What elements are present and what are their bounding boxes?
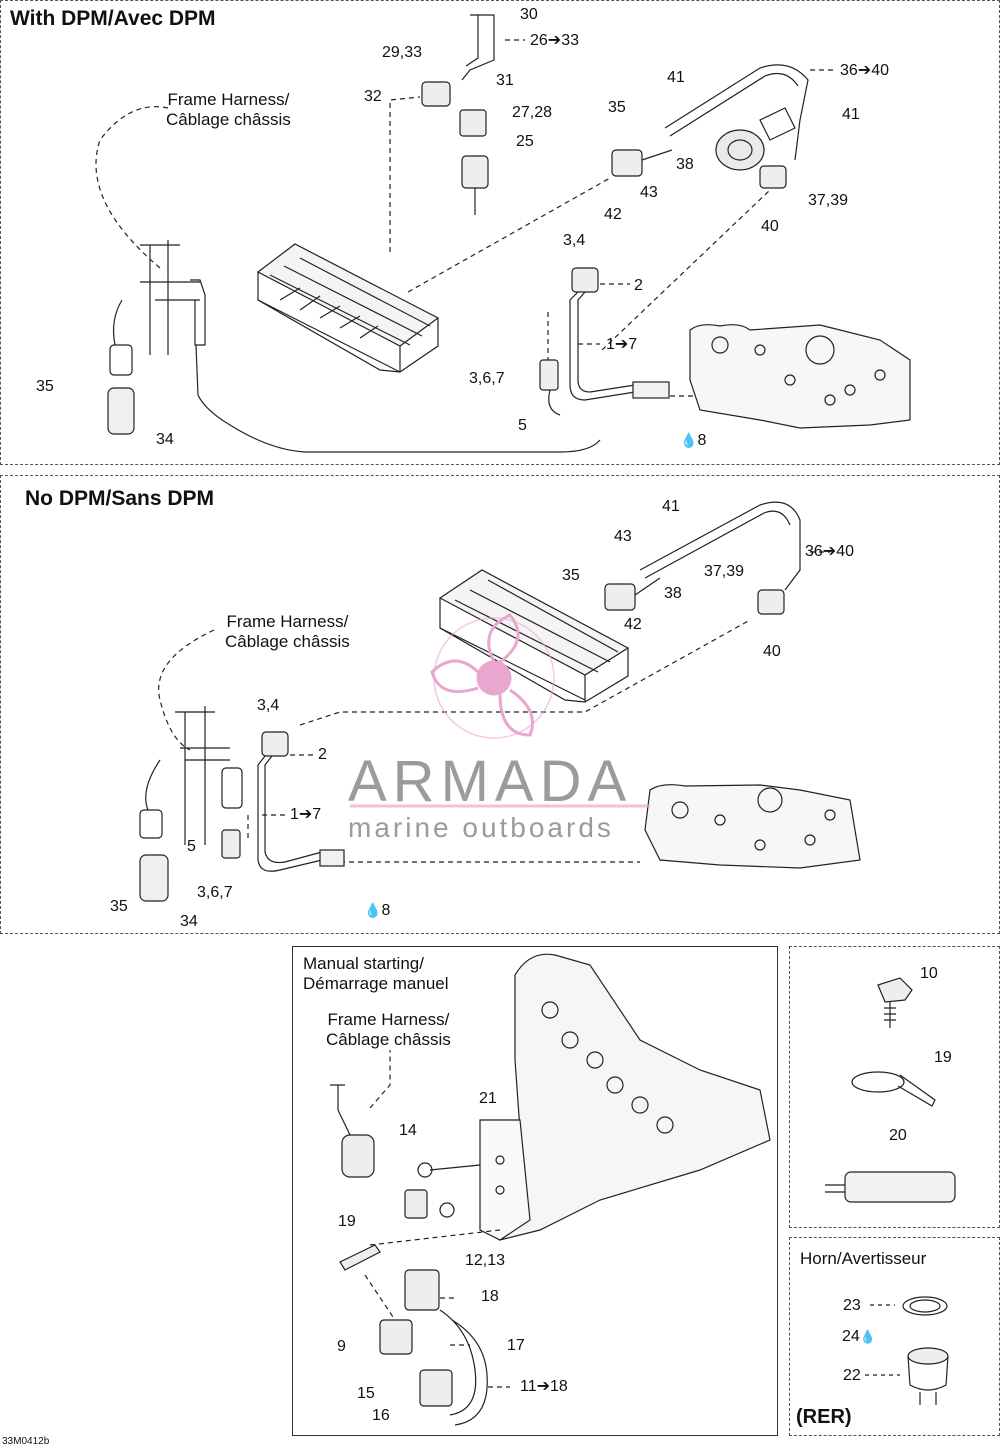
rer-tag: (RER) (796, 1406, 852, 1428)
callout-3-6-7: 3,6,7 (469, 370, 505, 387)
ecm-module-nodpm (438, 569, 630, 703)
section-title-with-dpm: With DPM/Avec DPM (10, 7, 216, 30)
section-title-horn: Horn/Avertisseur (800, 1249, 927, 1268)
callout-3-4-nodpm: 3,4 (257, 697, 280, 714)
horn-assembly (902, 1296, 949, 1405)
callout-8-label: 8 (697, 432, 707, 449)
callout-24: 24💧 (842, 1328, 876, 1346)
callout-32: 32 (364, 88, 382, 105)
section-title-no-dpm: No DPM/Sans DPM (25, 487, 215, 510)
callout-36-40-nodpm: 36➔40 (805, 543, 854, 560)
leader-lines-manual (364, 1050, 510, 1388)
propeller-logo-icon (430, 613, 555, 739)
callout-35-left: 35 (36, 378, 54, 395)
callout-1-7-nodpm: 1➔7 (290, 806, 322, 823)
callout-17: 17 (507, 1337, 525, 1354)
callout-27-28: 27,28 (512, 104, 553, 121)
callout-35-top: 35 (608, 99, 626, 116)
oil-drop-icon: 💧 (364, 902, 382, 918)
dpm-harness-nodpm (604, 501, 801, 615)
callout-34-nodpm: 34 (180, 913, 198, 930)
callout-10: 10 (920, 965, 938, 982)
callout-42: 42 (604, 206, 622, 223)
callout-25: 25 (516, 133, 534, 150)
sensor-assembly-dpm (539, 267, 670, 416)
callout-11-18: 11➔18 (520, 1378, 568, 1395)
callout-19-hardware: 19 (934, 1049, 952, 1066)
callout-14: 14 (399, 1122, 417, 1139)
oil-drop-icon: 💧 (859, 1329, 876, 1344)
section-title-manual-starting: Manual starting/ Démarrage manuel (303, 954, 449, 993)
callout-16: 16 (372, 1407, 390, 1424)
frame-harness-label-manual: Frame Harness/ Câblage châssis (326, 1010, 451, 1049)
callout-5: 5 (518, 417, 527, 434)
connector-group-top-dpm (421, 14, 495, 215)
watermark-brand: ARMADA (348, 749, 633, 814)
callout-43: 43 (640, 184, 658, 201)
leader-lines-nodpm (158, 551, 830, 863)
callout-3-6-7-nodpm: 3,6,7 (197, 884, 233, 901)
ecm-module-dpm (256, 243, 440, 373)
callout-23: 23 (843, 1297, 861, 1314)
callout-41-right: 41 (842, 106, 860, 123)
callout-40: 40 (761, 218, 779, 235)
callout-34: 34 (156, 431, 174, 448)
engine-block-dpm (689, 324, 911, 429)
frame-harness-label-nodpm: Frame Harness/ Câblage châssis (225, 612, 350, 651)
watermark-tagline: marine outboards (348, 812, 614, 843)
callout-12-13: 12,13 (465, 1252, 506, 1269)
callout-37-39: 37,39 (808, 192, 849, 209)
callout-40-nodpm: 40 (763, 643, 781, 660)
callout-20: 20 (889, 1127, 907, 1144)
callout-43-nodpm: 43 (614, 528, 632, 545)
engine-block-nodpm (644, 784, 861, 869)
callout-2-nodpm: 2 (318, 746, 327, 763)
sensor-assembly-nodpm (221, 731, 345, 872)
callout-31: 31 (496, 72, 514, 89)
callout-8-nodpm-label: 8 (381, 902, 391, 919)
panel-manual-starting (292, 946, 778, 1436)
dpm-harness (611, 64, 809, 189)
callout-36-40: 36➔40 (840, 62, 889, 79)
callout-15: 15 (357, 1385, 375, 1402)
callout-19-manual: 19 (338, 1213, 356, 1230)
callout-1-7: 1➔7 (606, 336, 638, 353)
manual-starting-assembly (330, 953, 771, 1426)
callout-18: 18 (481, 1288, 499, 1305)
figure-code: 33M0412b (2, 1436, 50, 1447)
callout-38-nodpm: 38 (664, 585, 682, 602)
callout-29-33: 29,33 (382, 44, 423, 61)
callout-26-33: 26➔33 (530, 32, 579, 49)
callout-5-nodpm: 5 (187, 838, 196, 855)
callout-22: 22 (843, 1367, 861, 1384)
callout-42-nodpm: 42 (624, 616, 642, 633)
callout-37-39-nodpm: 37,39 (704, 563, 745, 580)
frame-harness-dpm (107, 240, 601, 453)
callout-3-4: 3,4 (563, 232, 586, 249)
oil-drop-icon: 💧 (680, 432, 698, 448)
callout-35-nodpm-top: 35 (562, 567, 580, 584)
hardware-items (825, 977, 956, 1203)
callout-41-top: 41 (667, 69, 685, 86)
frame-harness-label-dpm: Frame Harness/ Câblage châssis (166, 90, 291, 129)
frame-harness-nodpm (139, 706, 243, 902)
callout-35-nodpm-left: 35 (110, 898, 128, 915)
callout-21: 21 (479, 1090, 497, 1107)
callout-38: 38 (676, 156, 694, 173)
leader-lines-dpm (95, 39, 835, 397)
callout-41-nodpm: 41 (662, 498, 680, 515)
callout-8-nodpm: 💧8 (364, 901, 390, 920)
callout-8: 💧8 (680, 431, 706, 450)
callout-9: 9 (337, 1338, 346, 1355)
callout-24-label: 24 (842, 1328, 860, 1345)
callout-2: 2 (634, 277, 643, 294)
callout-30: 30 (520, 6, 538, 23)
